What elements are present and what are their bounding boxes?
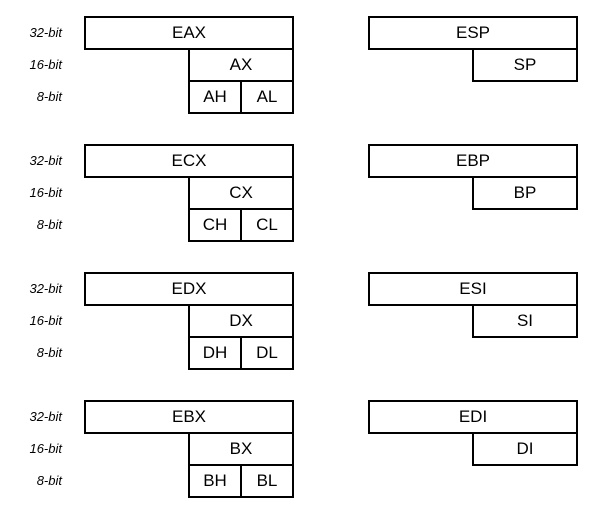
register-dl: DL: [240, 336, 294, 370]
register-esp: ESP: [368, 16, 578, 50]
label-16bit: 16-bit: [29, 441, 62, 456]
register-dx: DX: [188, 304, 294, 338]
label-8bit: 8-bit: [36, 217, 62, 232]
register-cx: CX: [188, 176, 294, 210]
register-cl: CL: [240, 208, 294, 242]
label-8bit: 8-bit: [36, 89, 62, 104]
label-16bit: 16-bit: [29, 185, 62, 200]
label-32bit: 32-bit: [29, 25, 62, 40]
register-ah: AH: [188, 80, 242, 114]
register-ch: CH: [188, 208, 242, 242]
register-ebp: EBP: [368, 144, 578, 178]
label-16bit: 16-bit: [29, 313, 62, 328]
register-sp: SP: [472, 48, 578, 82]
register-ax: AX: [188, 48, 294, 82]
register-bx: BX: [188, 432, 294, 466]
label-32bit: 32-bit: [29, 281, 62, 296]
label-16bit: 16-bit: [29, 57, 62, 72]
register-esi: ESI: [368, 272, 578, 306]
register-si: SI: [472, 304, 578, 338]
register-edi: EDI: [368, 400, 578, 434]
label-32bit: 32-bit: [29, 409, 62, 424]
label-8bit: 8-bit: [36, 473, 62, 488]
register-bl: BL: [240, 464, 294, 498]
register-bp: BP: [472, 176, 578, 210]
register-ecx: ECX: [84, 144, 294, 178]
register-bh: BH: [188, 464, 242, 498]
label-8bit: 8-bit: [36, 345, 62, 360]
register-dh: DH: [188, 336, 242, 370]
register-ebx: EBX: [84, 400, 294, 434]
register-al: AL: [240, 80, 294, 114]
register-di: DI: [472, 432, 578, 466]
register-edx: EDX: [84, 272, 294, 306]
label-32bit: 32-bit: [29, 153, 62, 168]
register-eax: EAX: [84, 16, 294, 50]
